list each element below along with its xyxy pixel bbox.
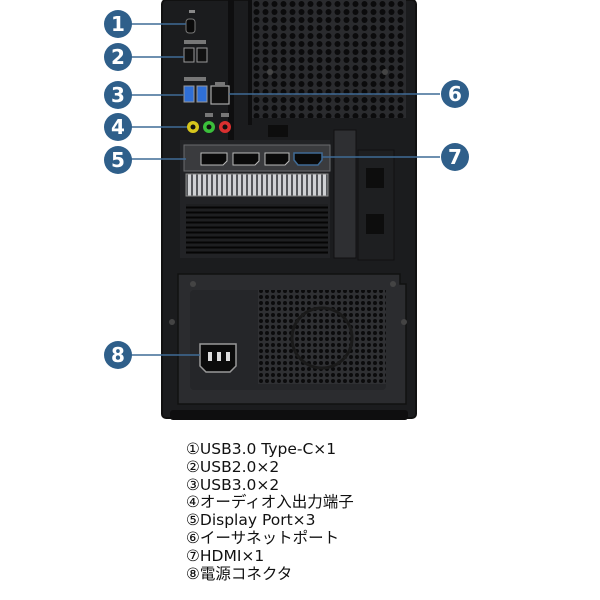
usb-c-port <box>185 18 196 34</box>
power-connector <box>199 343 237 373</box>
callout-4: 4 <box>104 113 132 141</box>
case-screw <box>401 319 407 325</box>
legend-item-usb2: ②USB2.0×2 <box>186 457 280 476</box>
gpu-vent-plate <box>185 173 329 197</box>
hdmi-output <box>293 152 323 166</box>
case-feet <box>170 410 408 420</box>
legend-item-audio: ④オーディオ入出力端子 <box>186 493 354 512</box>
leader-lines <box>130 23 440 356</box>
usb3-ports <box>183 77 208 103</box>
legend-item-ethernet: ⑥イーサネットポート <box>186 528 340 547</box>
audio-jacks <box>187 113 231 133</box>
ethernet-port <box>210 82 230 105</box>
callout-number: 2 <box>111 45 125 69</box>
psu-area <box>169 273 407 405</box>
usb-icon <box>184 77 206 81</box>
legend-item-displayport: ⑤Display Port×3 <box>186 511 316 530</box>
psu-screw <box>190 281 196 287</box>
expansion-area <box>180 125 395 261</box>
case-screw <box>267 69 273 75</box>
callout-number: 3 <box>111 83 125 107</box>
callout-2: 2 <box>104 43 132 71</box>
legend-item-usb3: ③USB3.0×2 <box>186 475 280 494</box>
port-legend: ①USB3.0 Type-C×1 ②USB2.0×2 ③USB3.0×2 ④オー… <box>186 440 354 583</box>
mic-icon <box>221 113 229 117</box>
callout-6: 6 <box>441 80 469 108</box>
displayport-outputs <box>200 152 290 166</box>
usb2-ports <box>183 40 208 63</box>
callout-7: 7 <box>441 143 469 171</box>
io-panel <box>183 10 231 133</box>
slot-covers <box>186 204 328 254</box>
legend-item-power: ⑧電源コネクタ <box>186 564 293 583</box>
callout-5: 5 <box>104 146 132 174</box>
callout-number: 5 <box>111 148 125 172</box>
callout-8: 8 <box>104 341 132 369</box>
callout-number: 6 <box>448 82 462 106</box>
callout-badges: 1 2 3 4 5 6 7 8 <box>104 10 469 369</box>
callout-1: 1 <box>104 10 132 38</box>
callout-number: 7 <box>448 145 462 169</box>
headphone-icon <box>205 113 213 117</box>
callout-number: 1 <box>111 12 125 36</box>
top-vent-grille <box>252 0 406 118</box>
case-screw <box>169 319 175 325</box>
ethernet-icon <box>215 82 225 86</box>
psu-fan-grille <box>258 290 386 384</box>
callout-number: 4 <box>111 115 125 139</box>
usb-icon <box>189 10 195 13</box>
legend-item-hdmi: ⑦HDMI×1 <box>186 546 265 565</box>
psu-screw <box>390 281 396 287</box>
callout-number: 8 <box>111 343 125 367</box>
legend-item-usb-c: ①USB3.0 Type-C×1 <box>186 440 337 458</box>
usb-icon <box>184 40 206 44</box>
callout-3: 3 <box>104 81 132 109</box>
case-screw <box>382 69 388 75</box>
